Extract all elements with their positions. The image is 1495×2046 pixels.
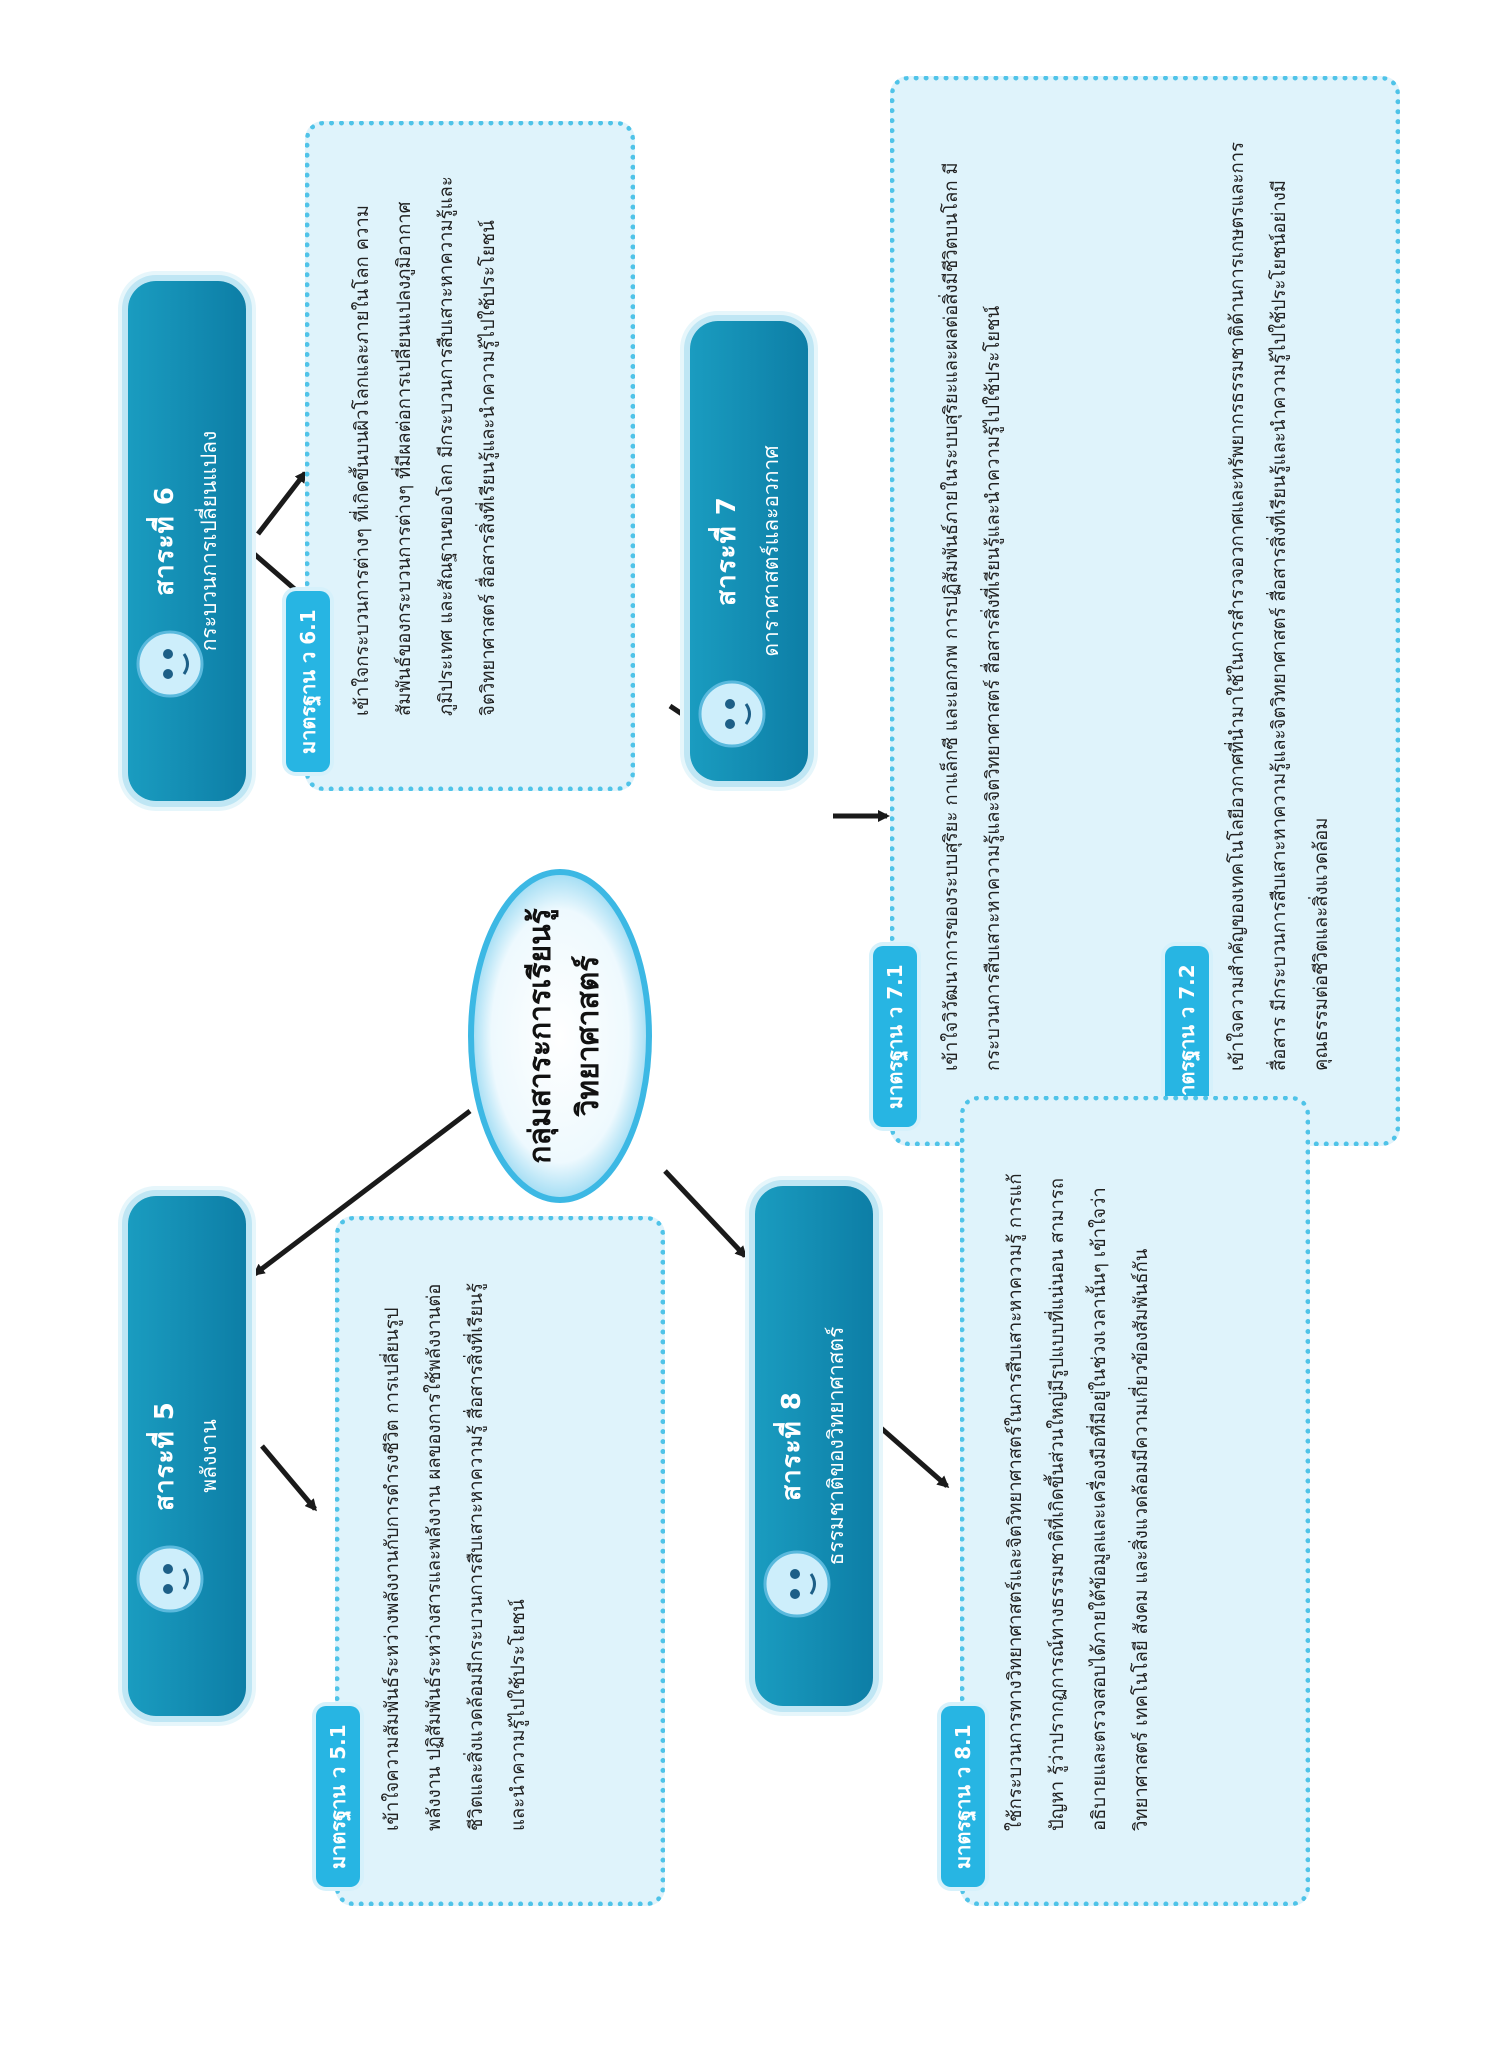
strand-6-title: สาระที่ 6	[150, 486, 180, 596]
mascot-icon	[698, 680, 766, 748]
std-7-1-text: เข้าใจวิวัฒนาการของระบบสุริยะ กาแล็กซี แ…	[941, 162, 1004, 1071]
std-6-1-text: เข้าใจกระบวนการต่างๆ ที่เกิดขึ้นบนผิวโลก…	[352, 176, 499, 716]
arrow-center-to-strand-5	[252, 1109, 472, 1276]
std-7-2-text: เข้าใจความสำคัญของเทคโนโลยีอวกาศที่นำมาใ…	[1227, 141, 1332, 1071]
strand-6-subtitle: กระบวนการเปลี่ยนแปลง	[197, 430, 221, 652]
center-title-line2: วิทยาศาสตร์	[571, 955, 606, 1117]
center-title-line1: กลุ่มสาระการเรียนรู้	[523, 908, 558, 1164]
arrow-strand-5-to-std-5-1	[260, 1444, 317, 1512]
std-5-1-text: เข้าใจความสัมพันธ์ระหว่างพลังงานกับการดำ…	[382, 1283, 529, 1831]
strand-8-subtitle: ธรรมชาติของวิทยาศาสตร์	[824, 1326, 848, 1566]
strand-5-node: สาระที่ 5 พลังงาน	[128, 1196, 246, 1716]
arrow-center-to-strand-8	[663, 1169, 748, 1259]
std-7-box: มาตรฐาน ว 7.1 เข้าใจวิวัฒนาการของระบบสุร…	[873, 76, 1400, 1146]
mascot-icon	[136, 630, 204, 698]
center-node: กลุ่มสาระการเรียนรู้ วิทยาศาสตร์	[465, 866, 655, 1206]
center-oval-shape	[468, 869, 652, 1203]
std-8-1-box: มาตรฐาน ว 8.1 ใช้กระบวนการทางวิทยาศาสตร์…	[941, 1096, 1310, 1906]
strand-8-title: สาระที่ 8	[777, 1391, 807, 1501]
std-5-1-box: มาตรฐาน ว 5.1 เข้าใจความสัมพันธ์ระหว่างพ…	[316, 1216, 665, 1906]
std-8-1-label: มาตรฐาน ว 8.1	[941, 1706, 985, 1887]
std-6-1-label: มาตรฐาน ว 6.1	[286, 591, 330, 772]
std-6-1-box: มาตรฐาน ว 6.1 เข้าใจกระบวนการต่างๆ ที่เก…	[286, 121, 635, 791]
std-5-1-label: มาตรฐาน ว 5.1	[316, 1706, 360, 1887]
strand-5-subtitle: พลังงาน	[197, 1419, 221, 1493]
mascot-icon	[136, 1545, 204, 1613]
strand-5-title: สาระที่ 5	[150, 1401, 180, 1511]
mascot-icon	[763, 1550, 831, 1618]
strand-8-node: สาระที่ 8 ธรรมชาติของวิทยาศาสตร์	[755, 1186, 873, 1706]
arrow-strand-8-to-std-8-1	[871, 1419, 950, 1488]
strand-6-node: สาระที่ 6 กระบวนการเปลี่ยนแปลง	[128, 281, 246, 801]
arrow-strand-6-to-std-6-1	[256, 470, 307, 536]
std-8-1-text: ใช้กระบวนการทางวิทยาศาสตร์และจิตวิทยาศาส…	[1005, 1173, 1152, 1831]
std-7-1-label: มาตรฐาน ว 7.1	[873, 946, 917, 1127]
